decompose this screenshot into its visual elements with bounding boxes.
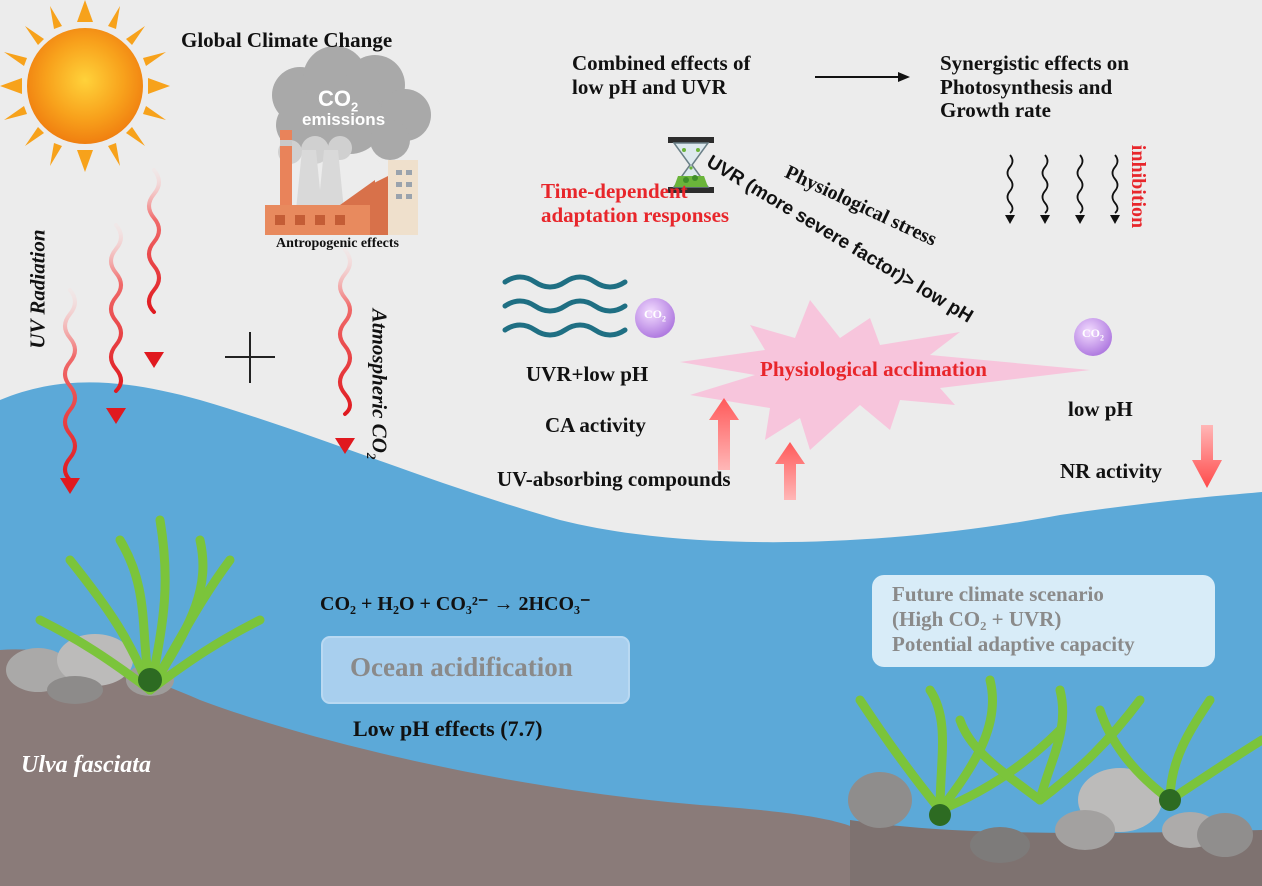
water-waves-icon: [502, 274, 628, 338]
factory-caption: Antropogenic effects: [276, 236, 399, 251]
up-arrow-ca: [709, 398, 739, 470]
down-arrow-nr: [1192, 425, 1222, 488]
co2-bubble-left: [635, 298, 675, 338]
plus-sign: [225, 332, 275, 383]
seabed: [0, 649, 900, 886]
inhibition-arrowheads: [1005, 215, 1120, 224]
carbonate-equation: CO₂ + H₂O + CO₃²⁻ → 2HCO₃⁻: [320, 593, 591, 615]
co2-bubble-left-label: CO2: [644, 307, 666, 324]
future-scenario-box: [872, 575, 1215, 667]
future-line-3: Potential adaptive capacity: [892, 632, 1135, 657]
seaweed-holdfast-left: [138, 668, 162, 692]
co2-bubble-right: [1074, 318, 1112, 356]
sun-icon: [0, 0, 170, 172]
species-name-label: Ulva fasciata: [21, 752, 151, 778]
rocks-right: [848, 768, 1253, 863]
uv-radiation-arrows: [63, 168, 352, 482]
time-dependent-text: Time-dependent adaptation responses: [541, 179, 730, 227]
synergy-line-2: Photosynthesis and: [940, 74, 1113, 99]
ca-activity-label: CA activity: [545, 413, 646, 437]
uv-absorbing-compounds-label: UV-absorbing compounds: [497, 467, 731, 491]
combined-to-synergy-arrow: [815, 72, 910, 82]
up-arrow-uv: [775, 442, 805, 500]
inhibition-label: inhibition: [1127, 144, 1150, 229]
factory-emissions-label: emissions: [302, 110, 386, 129]
seaweed-holdfast-right-2: [1159, 789, 1181, 811]
emissions-cloud: [272, 46, 431, 160]
combined-effects-text: Combined effects of low pH and UVR: [572, 51, 751, 99]
acclimation-burst: [680, 300, 1090, 450]
synergistic-effects-text: Synergistic effects on Photosynthesis an…: [940, 51, 1129, 123]
time-dependent-line-2: adaptation responses: [541, 202, 730, 227]
uv-arrow-3: [147, 168, 161, 314]
factory-icon: [265, 46, 431, 235]
hourglass-icon: [668, 137, 714, 193]
low-ph-effects-label: Low pH effects (7.7): [353, 716, 543, 741]
uvr-low-ph-label: UVR+low pH: [526, 362, 649, 386]
atmospheric-co2-label: Atmospheric CO2: [364, 308, 392, 460]
seabed-right: [850, 820, 1262, 886]
uv-arrow-1: [63, 288, 77, 482]
uv-arrow-2: [109, 223, 123, 393]
combined-line-2: low pH and UVR: [572, 74, 727, 99]
future-scenario-text: Future climate scenario (High CO₂ + UVR)…: [892, 582, 1135, 658]
physiological-acclimation-label: Physiological acclimation: [760, 357, 987, 381]
nr-activity-label: NR activity: [1060, 459, 1163, 483]
ocean-acidification-label: Ocean acidification: [350, 652, 573, 682]
atm-co2-arrow: [338, 248, 352, 416]
combined-line-1: Combined effects of: [572, 51, 751, 75]
seaweed-holdfast-right-1: [929, 804, 951, 826]
factory-co2-label: CO2: [318, 86, 359, 115]
inhibition-squiggles: [1006, 154, 1119, 214]
low-ph-right-label: low pH: [1068, 397, 1133, 421]
global-climate-change-title: Global Climate Change: [181, 28, 393, 52]
synergy-line-1: Synergistic effects on: [940, 51, 1129, 75]
co2-bubble-right-label: CO2: [1082, 326, 1104, 343]
synergy-line-3: Growth rate: [940, 98, 1051, 123]
time-dependent-line-1: Time-dependent: [541, 179, 688, 203]
uv-radiation-label: UV Radiation: [25, 229, 50, 349]
seaweed-right: [855, 675, 1262, 815]
future-line-1: Future climate scenario: [892, 582, 1104, 606]
uv-arrowheads: [60, 352, 355, 494]
ocean-acidification-box: [321, 636, 630, 704]
future-line-2: (High CO₂ + UVR): [892, 607, 1062, 632]
